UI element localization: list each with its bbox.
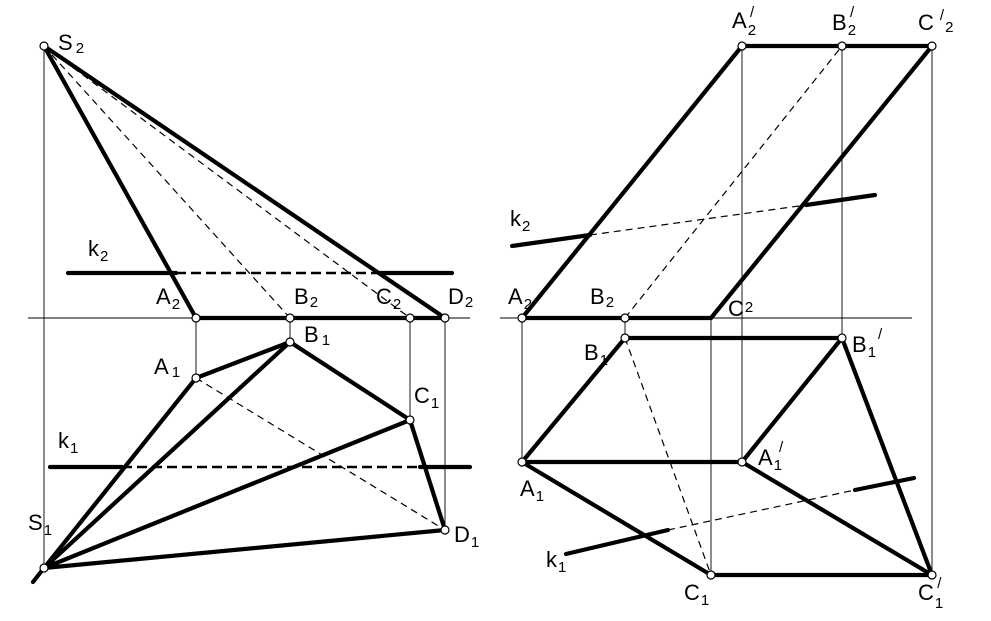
point-B1-r	[620, 333, 630, 343]
base-B1pC1p	[839, 335, 935, 578]
label-C2p: C/2	[918, 7, 953, 36]
label-B2: B2	[294, 284, 318, 311]
label-B1p: B1/	[852, 326, 883, 361]
point-A1	[191, 373, 201, 383]
point-B1p	[837, 333, 847, 343]
label-D2: D2	[448, 284, 473, 311]
point-D1	[440, 525, 450, 535]
label-B1-r: B1	[584, 340, 608, 369]
edge-C2-C2p	[708, 43, 935, 321]
point-C1-r	[706, 570, 716, 580]
edge-S1B1	[41, 339, 293, 571]
edge-A2-A2p	[519, 43, 745, 321]
label-k1: k1	[58, 428, 78, 457]
line-k2r-visible-right	[803, 192, 878, 208]
label-S1: S1	[28, 510, 52, 539]
point-A1-r	[517, 457, 527, 467]
label-k1-r: k1	[546, 547, 566, 576]
point-C2p	[927, 41, 937, 51]
label-C2-r: C2	[728, 296, 753, 321]
edge-S2A2	[41, 43, 199, 321]
point-B2	[285, 313, 295, 323]
point-A1p	[737, 457, 747, 467]
point-S1	[39, 563, 49, 573]
base-B1C1-hidden	[624, 337, 712, 576]
base-A1C1	[519, 459, 714, 578]
point-B2p	[837, 41, 847, 51]
line-k1r-hidden	[667, 489, 856, 531]
edge-B2-B2p-hidden	[624, 45, 843, 319]
label-A1-r: A1	[520, 476, 544, 505]
point-B1	[285, 337, 295, 347]
base-A1pC1p	[739, 459, 935, 578]
right-figure-prism: A2/ B2/ C/2 k2 A2 B2 C2 B1 B1/ A1/ A1 k1…	[500, 4, 953, 612]
label-A2-r: A2	[508, 284, 532, 313]
label-A2: A2	[156, 284, 180, 313]
edge-S1D1	[41, 527, 448, 571]
point-D2	[440, 313, 450, 323]
label-k2: k2	[88, 236, 108, 265]
label-D1: D1	[454, 522, 479, 551]
label-A1p: A1/	[758, 439, 784, 474]
base-A1pB1p	[739, 335, 845, 465]
label-B2-r: B2	[590, 284, 614, 311]
point-C1	[405, 415, 415, 425]
point-B2-r	[620, 313, 630, 323]
label-C1p: C1/	[918, 575, 943, 612]
line-k1r-visible-left	[563, 527, 671, 557]
edge-S1C1	[41, 417, 413, 571]
edge-S2C2-hidden	[43, 45, 411, 319]
edge-S2B2-hidden	[43, 45, 291, 319]
base-A1B1	[519, 335, 628, 465]
edge-S2D2	[41, 43, 448, 321]
point-A2	[191, 313, 201, 323]
label-A2p: A2/	[732, 4, 756, 39]
base-top-outline	[193, 339, 448, 533]
label-C1: C1	[414, 383, 439, 412]
point-A2-r	[517, 313, 527, 323]
label-B2p: B2/	[832, 4, 856, 39]
line-k2r-visible-left	[509, 232, 593, 249]
point-S2	[39, 41, 49, 51]
point-C1p	[927, 570, 937, 580]
line-k1r-visible-right	[852, 475, 917, 493]
label-k2-r: k2	[510, 206, 530, 235]
line-k2r-hidden	[589, 204, 807, 236]
label-C1-r: C1	[684, 580, 709, 609]
point-A2p	[737, 41, 747, 51]
edge-S1A1	[41, 375, 199, 571]
point-C2	[405, 313, 415, 323]
label-C2: C2	[376, 284, 401, 313]
